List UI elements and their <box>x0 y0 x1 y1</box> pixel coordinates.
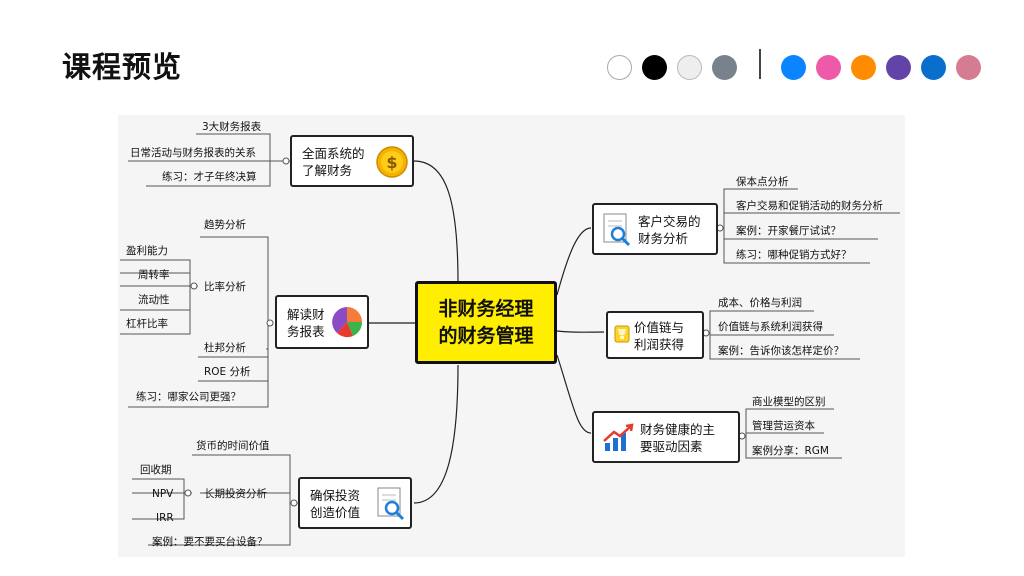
connector-lines <box>120 133 900 546</box>
leaf-b1-1: 日常活动与财务报表的关系 <box>130 147 256 159</box>
leaf-b2-0: 趋势分析 <box>204 219 246 231</box>
palette-dot <box>956 55 981 80</box>
dollar-coin-icon: $ <box>376 146 408 178</box>
leaf-ratio-2: 流动性 <box>138 294 170 306</box>
leaf-ratio-1: 周转率 <box>138 269 170 281</box>
branch-label-line2: 财务分析 <box>638 231 689 246</box>
central-topic-line2: 的财务管理 <box>438 325 534 347</box>
leaf-ratio-3: 杠杆比率 <box>126 318 168 330</box>
palette-dot <box>851 55 876 80</box>
palette-dot <box>642 55 667 80</box>
leaf-b3-2: 案例：要不要买台设备？ <box>152 536 268 548</box>
branch-label-line2: 利润获得 <box>634 337 685 352</box>
color-palette <box>0 55 1024 83</box>
leaf-r3-2: 案例分享：RGM <box>752 445 829 457</box>
leaf-b3-0: 货币的时间价值 <box>196 440 270 452</box>
branch-label-line2: 务报表 <box>287 324 325 339</box>
leaf-invest-1: NPV <box>152 488 174 500</box>
branch-customer-transaction: 客户交易的 财务分析 <box>592 203 718 255</box>
leaf-b2-4: 练习：哪家公司更强？ <box>136 391 241 403</box>
palette-separator <box>759 49 761 79</box>
branch-value-chain: 价值链与 利润获得 <box>606 311 704 359</box>
branch-label-line2: 要驱动因素 <box>640 439 703 454</box>
palette-dot <box>816 55 841 80</box>
leaf-ratio-0: 盈利能力 <box>126 245 168 257</box>
leaf-invest-0: 回收期 <box>140 464 172 476</box>
palette-dot <box>712 55 737 80</box>
branch-financial-health: 财务健康的主 要驱动因素 <box>592 411 740 463</box>
branch-label-line1: 价值链与 <box>634 320 685 335</box>
branch-label-line1: 确保投资 <box>310 488 361 503</box>
branch-label-line1: 解读财 <box>287 307 325 322</box>
palette-dot <box>886 55 911 80</box>
branch-label-line1: 全面系统的 <box>302 146 365 161</box>
branch-understand-finance: 全面系统的 了解财务 $ <box>290 135 414 187</box>
leaf-r2-0: 成本、价格与利润 <box>718 297 802 309</box>
branch-label-line2: 了解财务 <box>302 163 353 178</box>
document-search-icon <box>377 487 405 521</box>
leaf-b2-2: 杜邦分析 <box>204 342 246 354</box>
leaf-b2-3: ROE 分析 <box>204 366 251 378</box>
leaf-r2-2: 案例：告诉你该怎样定价？ <box>718 345 844 357</box>
leaf-r1-1: 客户交易和促销活动的财务分析 <box>736 200 883 212</box>
branch-label-line2: 创造价值 <box>310 505 361 520</box>
page-title: 课程预览 <box>62 50 183 84</box>
leaf-b3-1: 长期投资分析 <box>204 488 267 500</box>
leaf-r3-0: 商业模型的区别 <box>752 396 826 408</box>
palette-dot <box>677 55 702 80</box>
svg-text:$: $ <box>386 153 397 172</box>
leaf-r3-1: 管理营运资本 <box>752 420 815 432</box>
central-topic: 非财务经理 的财务管理 <box>415 281 557 364</box>
leaf-r1-2: 案例：开家餐厅试试？ <box>736 225 841 237</box>
leaf-invest-2: IRR <box>156 512 174 524</box>
branch-label-line1: 财务健康的主 <box>640 422 716 437</box>
leaf-b2-1: 比率分析 <box>204 281 246 293</box>
leaf-r1-3: 练习：哪种促销方式好？ <box>736 249 852 261</box>
leaf-b1-0: 3大财务报表 <box>202 121 262 133</box>
trophy-icon <box>614 325 630 343</box>
central-topic-line1: 非财务经理 <box>438 298 534 320</box>
branch-read-statements: 解读财 务报表 <box>275 295 369 349</box>
palette-dot <box>607 55 632 80</box>
leaf-b1-2: 练习：才子年终决算 <box>162 171 257 183</box>
growth-chart-icon <box>603 423 634 451</box>
document-search-icon <box>603 213 631 247</box>
branch-investment-value: 确保投资 创造价值 <box>298 477 412 529</box>
leaf-r1-0: 保本点分析 <box>736 176 789 188</box>
palette-dot <box>781 55 806 80</box>
leaf-r2-1: 价值链与系统利润获得 <box>718 321 823 333</box>
palette-dot <box>921 55 946 80</box>
mind-map: 非财务经理 的财务管理 全面系统的 了解财务 $ 3大财务报表 日常活动与财务报… <box>118 115 905 557</box>
pie-chart-icon <box>332 307 363 338</box>
branch-label-line1: 客户交易的 <box>638 214 701 229</box>
